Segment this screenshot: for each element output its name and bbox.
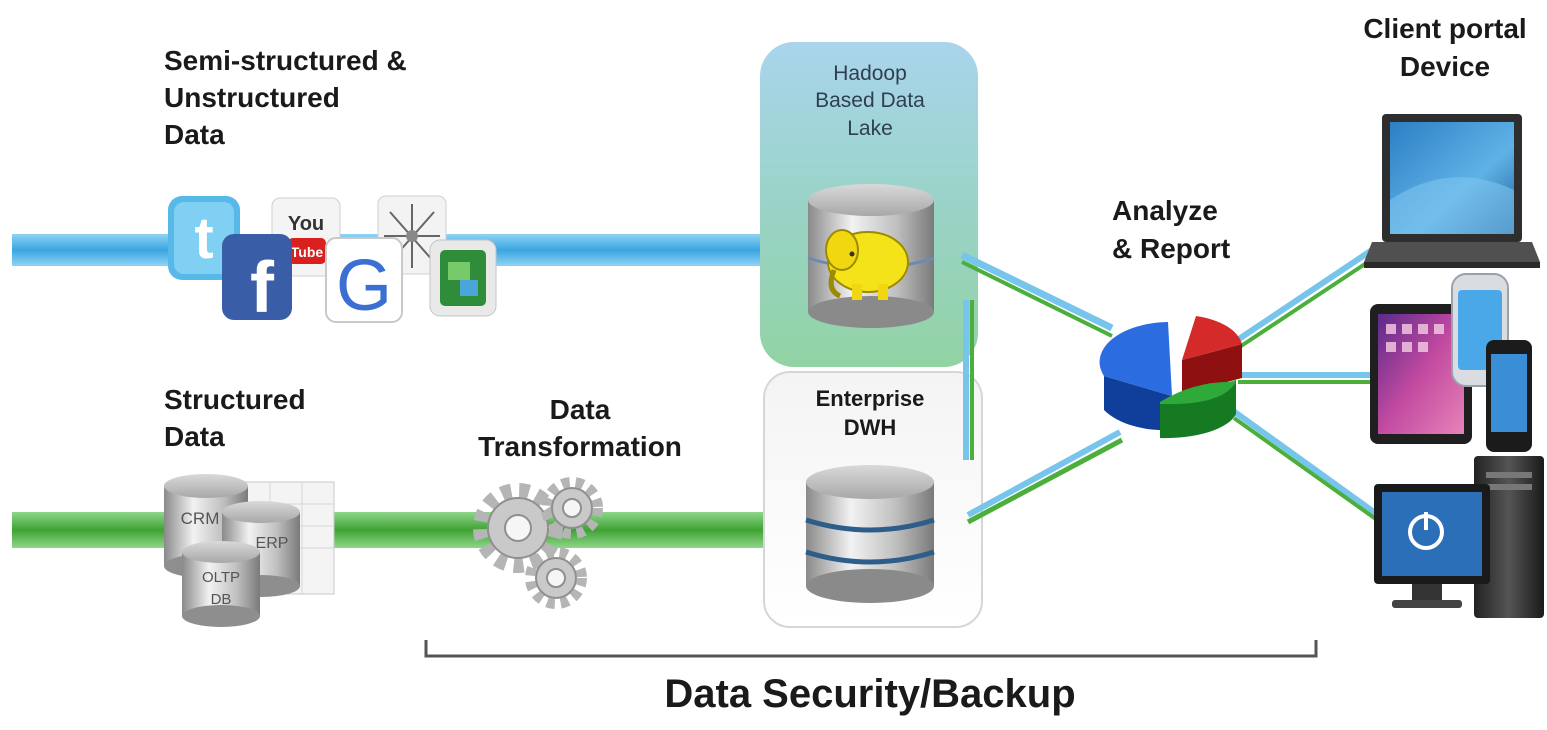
- hadoop-label: Hadoop Based Data Lake: [770, 60, 970, 142]
- svg-text:OLTP: OLTP: [202, 569, 240, 586]
- transformation-line-2: Transformation: [478, 430, 682, 462]
- svg-text:ERP: ERP: [256, 535, 289, 552]
- gears-icon: [473, 477, 603, 609]
- svg-text:You: You: [288, 213, 324, 235]
- analyze-report-label: Analyze & Report: [1112, 192, 1230, 268]
- tablet-icon: [1370, 304, 1472, 444]
- laptop-icon: [1364, 114, 1540, 268]
- client-portal-label: Client portal Device: [1350, 10, 1540, 86]
- enterprise-line-2: DWH: [843, 414, 897, 440]
- data-transformation-label: Data Transformation: [460, 392, 700, 466]
- analyze-line-2: & Report: [1112, 232, 1231, 264]
- hadoop-elephant-icon: [825, 229, 909, 300]
- enterprise-dwh-database-icon: [805, 465, 935, 603]
- phone-icon: [1451, 273, 1532, 452]
- svg-text:G: G: [336, 246, 392, 326]
- oltp-database-icon: OLTP DB: [182, 541, 260, 627]
- svg-text:DB: DB: [211, 591, 232, 608]
- hadoop-line-1: Hadoop: [833, 62, 907, 85]
- data-security-label: Data Security/Backup: [664, 672, 1076, 716]
- svg-text:t: t: [194, 206, 213, 271]
- hadoop-database-icon: [807, 184, 935, 328]
- structured-database-icons: CRM ERP OLTP DB: [164, 474, 335, 627]
- pie-chart-icon: [1099, 316, 1242, 439]
- semi-structured-line-1: Semi-structured &: [164, 45, 407, 76]
- security-bracket: [424, 640, 1318, 658]
- facebook-icon: f: [222, 234, 292, 328]
- structured-line-2: Data: [164, 420, 225, 452]
- semi-structured-line-2: Unstructured: [164, 81, 340, 113]
- map-icon: [429, 239, 497, 317]
- client-line-2: Device: [1399, 50, 1491, 82]
- svg-text:f: f: [250, 248, 275, 328]
- svg-text:Tube: Tube: [291, 244, 324, 260]
- hadoop-line-2: Based Data: [815, 89, 925, 113]
- enterprise-dwh-label: Enterprise DWH: [770, 385, 970, 442]
- client-line-1: Client portal: [1363, 13, 1527, 44]
- hadoop-line-3: Lake: [847, 116, 893, 140]
- analyze-line-1: Analyze: [1112, 195, 1218, 226]
- svg-text:CRM: CRM: [181, 509, 220, 528]
- desktop-icon: [1374, 456, 1544, 618]
- enterprise-line-1: Enterprise: [815, 386, 925, 411]
- structured-line-1: Structured: [164, 384, 306, 415]
- structured-data-pipe: [12, 512, 792, 548]
- google-icon: G: [325, 237, 403, 326]
- transformation-line-1: Data: [549, 394, 611, 425]
- structured-data-label: Structured Data: [164, 382, 306, 456]
- semi-structured-line-3: Data: [164, 118, 225, 150]
- connector-lines: [960, 247, 1382, 525]
- semi-structured-data-label: Semi-structured & Unstructured Data: [164, 43, 407, 154]
